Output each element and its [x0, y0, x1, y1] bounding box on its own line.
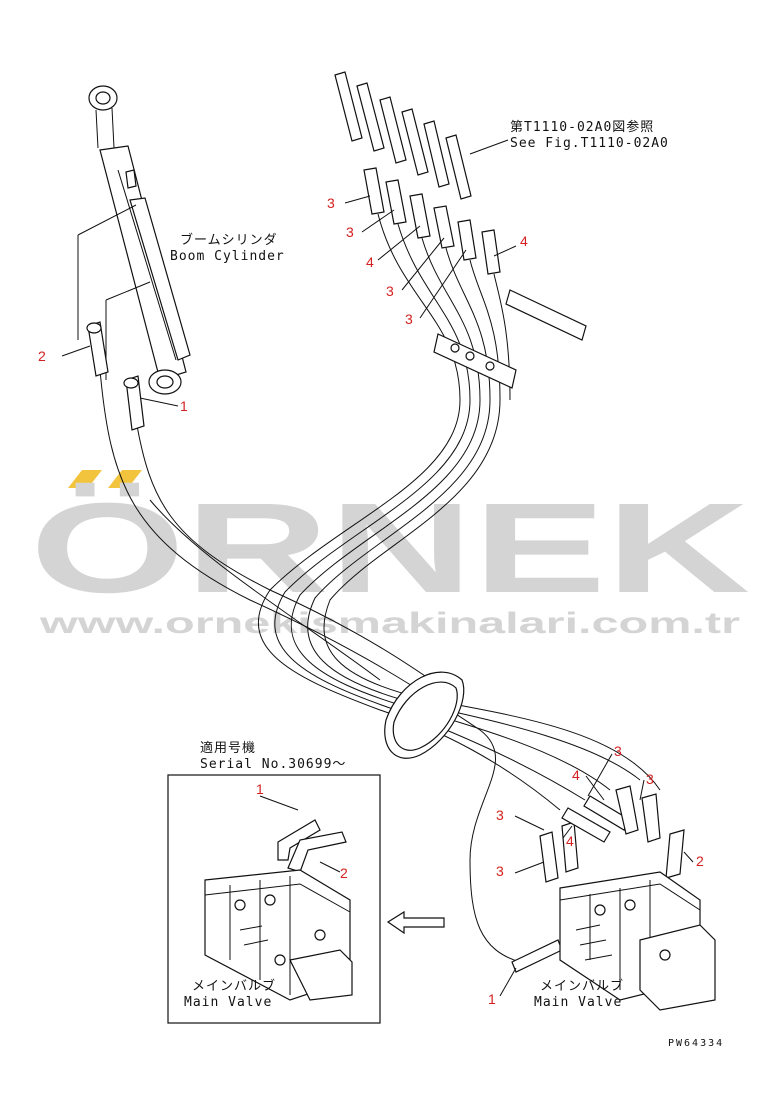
watermark-accent-left	[68, 470, 102, 488]
drawing-code: PW64334	[668, 1038, 724, 1049]
callout-top-3b: 3	[346, 224, 354, 240]
callout-bot-4a: 4	[572, 767, 580, 783]
callout-numbers: 2 1 3 3 4 3 3 4 3 4 3 3 4 3 2 1 1 2	[38, 195, 704, 1007]
boom-cylinder-label-jp: ブームシリンダ	[180, 232, 278, 248]
watermark-url: www.ornekismakinalari.com.tr	[38, 607, 740, 640]
callout-bot-3a: 3	[614, 743, 622, 759]
upper-hose-bundle	[334, 71, 501, 275]
callout-top-4a: 4	[366, 254, 374, 270]
main-valve-label-en: Main Valve	[534, 995, 622, 1010]
callout-bot-3d: 3	[496, 863, 504, 879]
callout-top-3c: 3	[386, 283, 394, 299]
callout-top-3d: 3	[405, 311, 413, 327]
watermark-accent-right	[108, 470, 142, 488]
main-valve-label-jp: メインバルブ	[540, 978, 624, 994]
boom-cylinder-label-en: Boom Cylinder	[170, 249, 285, 264]
callout-inset-2: 2	[340, 865, 348, 881]
watermark: ÖRNEK www.ornekismakinalari.com.tr	[30, 470, 750, 640]
text-labels: ブームシリンダ Boom Cylinder 第T1110-02A0図参照 See…	[170, 119, 724, 1049]
callout-bot-2: 2	[696, 853, 704, 869]
see-fig-label-en: See Fig.T1110-02A0	[510, 136, 669, 151]
left-fittings	[86, 321, 145, 431]
callout-top-4b: 4	[520, 233, 528, 249]
callout-inset-1: 1	[256, 781, 264, 797]
callout-bot-3b: 3	[646, 771, 654, 787]
hose-clamps	[384, 289, 587, 759]
callout-bot-4b: 4	[566, 833, 574, 849]
main-valve-right	[559, 871, 716, 1011]
see-fig-label-jp: 第T1110-02A0図参照	[510, 119, 654, 135]
callout-bot-1: 1	[488, 991, 496, 1007]
serial-label-en: Serial No.30699～	[200, 757, 346, 772]
callout-top-3a: 3	[327, 195, 335, 211]
callout-bot-3c: 3	[496, 807, 504, 823]
callout-left-2: 2	[38, 348, 46, 364]
callout-left-1: 1	[180, 398, 188, 414]
inset-arrow	[386, 910, 445, 935]
boom-cylinder	[88, 85, 191, 395]
inset-main-valve-label-en: Main Valve	[184, 995, 272, 1010]
serial-label-jp: 適用号機	[200, 740, 256, 756]
inset-border	[167, 774, 381, 1024]
inset-panel	[167, 774, 381, 1024]
leader-lines	[61, 139, 694, 997]
inset-main-valve-label-jp: メインバルブ	[192, 978, 276, 994]
